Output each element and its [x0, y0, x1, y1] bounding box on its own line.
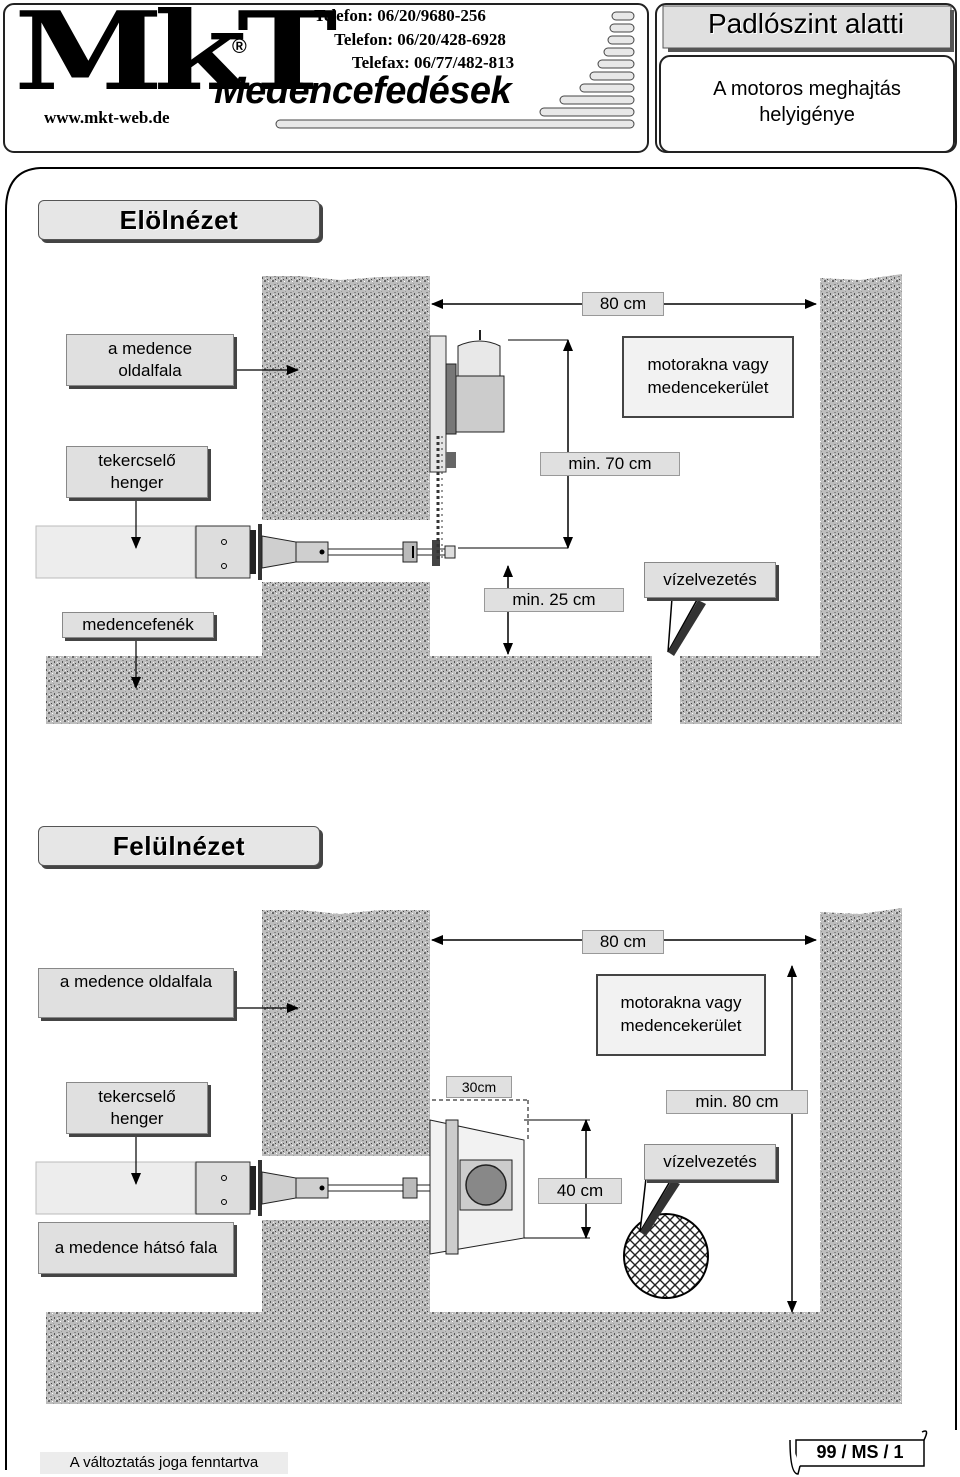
front-roller-label-2: henger: [110, 473, 164, 492]
pipes-decoration: [275, 11, 635, 129]
front-drain-gap: [652, 656, 680, 726]
front-dim-min70: min. 70 cm: [540, 452, 680, 476]
back-wall-label: a medence hátsó fala: [38, 1222, 234, 1274]
front-wall-left: [262, 276, 430, 520]
fax: Telefax: 06/77/482-813: [351, 53, 515, 72]
website-link[interactable]: www.mkt-web.de: [44, 108, 170, 127]
top-roller-label-1: tekercselő: [98, 1086, 176, 1106]
top-motor-area-1: motorakna vagy: [620, 993, 742, 1013]
drain-grate: [623, 1213, 709, 1299]
front-drain-label: vízelvezetés: [644, 562, 776, 598]
front-wall-label-2: oldalfala: [118, 361, 182, 380]
roller-body: [195, 525, 251, 579]
logo: MkT: [14, 0, 337, 106]
front-motor-area: motorakna vagy medencekerület: [622, 336, 794, 418]
footer-note-bg: [40, 1452, 288, 1474]
phone-1: Telefon: 06/20/9680-256: [314, 6, 486, 25]
top-motor-area-2: medencekerület: [620, 1016, 742, 1035]
top-roller-label: tekercselő henger: [66, 1082, 208, 1134]
front-wall-label-1: a medence: [107, 338, 193, 358]
front-dim-min25: min. 25 cm: [484, 588, 624, 612]
header-frame: [3, 3, 649, 153]
registered-mark: ®: [232, 36, 247, 58]
top-drain-label: vízelvezetés: [644, 1144, 776, 1180]
front-roller-label: tekercselő henger: [66, 446, 208, 498]
top-view-title: Felülnézet: [38, 826, 320, 866]
motor-bracket: [429, 335, 447, 473]
logo-text: MkT: [14, 0, 337, 115]
top-motor-area: motorakna vagy medencekerület: [596, 974, 766, 1056]
motor-circle: [465, 1164, 507, 1206]
subtitle-line2: helyigénye: [759, 104, 855, 126]
page-number: 99 / MS / 1: [816, 1442, 904, 1462]
top-wall-left: [262, 910, 430, 1156]
top-dim-80: 80 cm: [582, 930, 664, 954]
phone-2: Telefon: 06/20/428-6928: [334, 30, 506, 49]
top-floor: [46, 908, 902, 1404]
front-dim-80: 80 cm: [582, 292, 664, 316]
front-roller-label-1: tekercselő: [98, 450, 176, 470]
front-wall-label: a medence oldalfala: [66, 334, 234, 386]
subtitle-line1: A motoros meghajtás: [713, 78, 901, 100]
front-floor-label: medencefenék: [62, 612, 214, 638]
top-wall-label: a medence oldalfala: [38, 968, 234, 1018]
front-motor-area-1: motorakna vagy: [647, 355, 769, 375]
top-dim-30: 30cm: [446, 1076, 512, 1098]
page-title: Padlószint alatti: [707, 8, 905, 39]
top-dim-40: 40 cm: [538, 1178, 622, 1204]
main-frame: [40, 167, 958, 1430]
top-dim-min80: min. 80 cm: [666, 1090, 808, 1114]
front-motor-area-2: medencekerület: [647, 378, 769, 397]
top-roller-label-2: henger: [110, 1109, 164, 1128]
front-view-title: Elölnézet: [38, 200, 320, 240]
motor-body: [455, 375, 505, 433]
footer-note: A változtatás joga fenntartva: [69, 1454, 259, 1471]
brand-name: Medencefedések: [214, 70, 512, 112]
